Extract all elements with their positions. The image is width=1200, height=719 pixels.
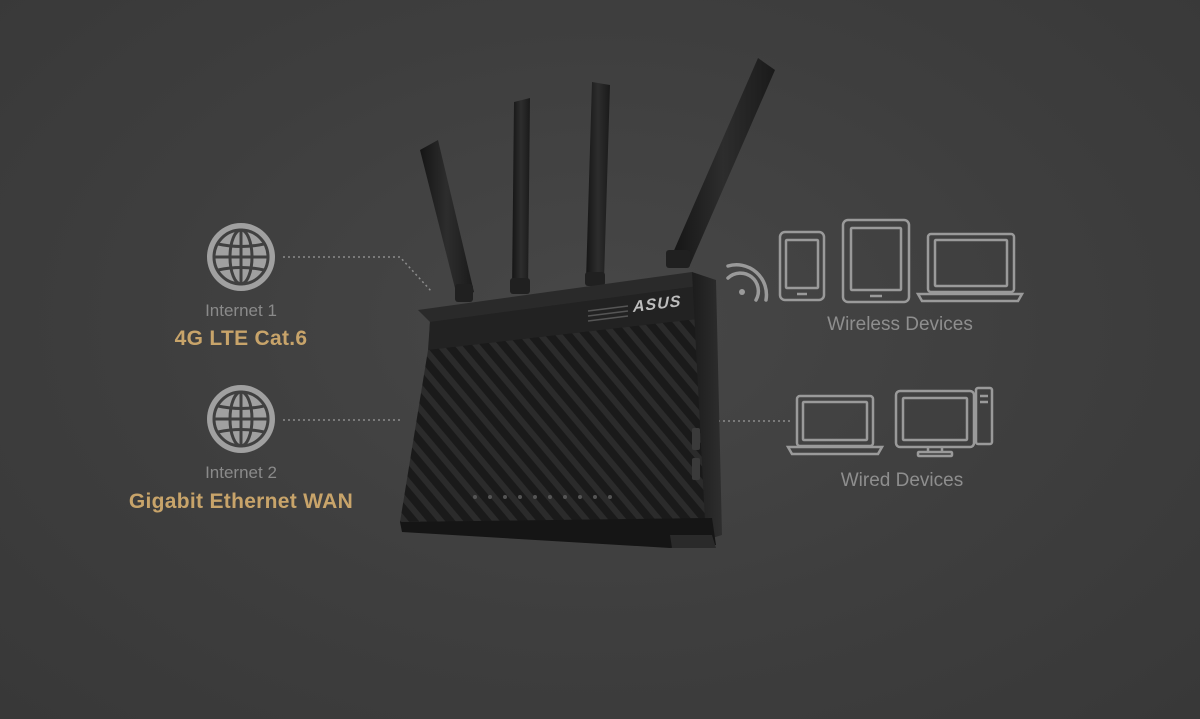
connector-lines [283,256,790,422]
smartphone-icon [778,230,826,302]
laptop-icon [915,232,1025,303]
internet-2-type: Gigabit Ethernet WAN [128,490,354,513]
connector-internet-1 [283,256,433,293]
wifi-signal-icon [726,263,769,302]
router-body [400,272,722,548]
globe-icon [207,385,275,453]
tablet-icon [841,218,911,304]
internet-1-label: Internet 1 [205,301,277,320]
globe-icon [207,223,275,291]
laptop-icon [785,394,885,456]
wired-devices-label: Wired Devices [840,470,964,491]
wireless-devices-label: Wireless Devices [827,314,973,335]
internet-1-type: 4G LTE Cat.6 [174,327,308,350]
internet-2-label: Internet 2 [205,463,277,482]
router-antennas [420,58,775,302]
desktop-computer-icon [894,386,994,458]
